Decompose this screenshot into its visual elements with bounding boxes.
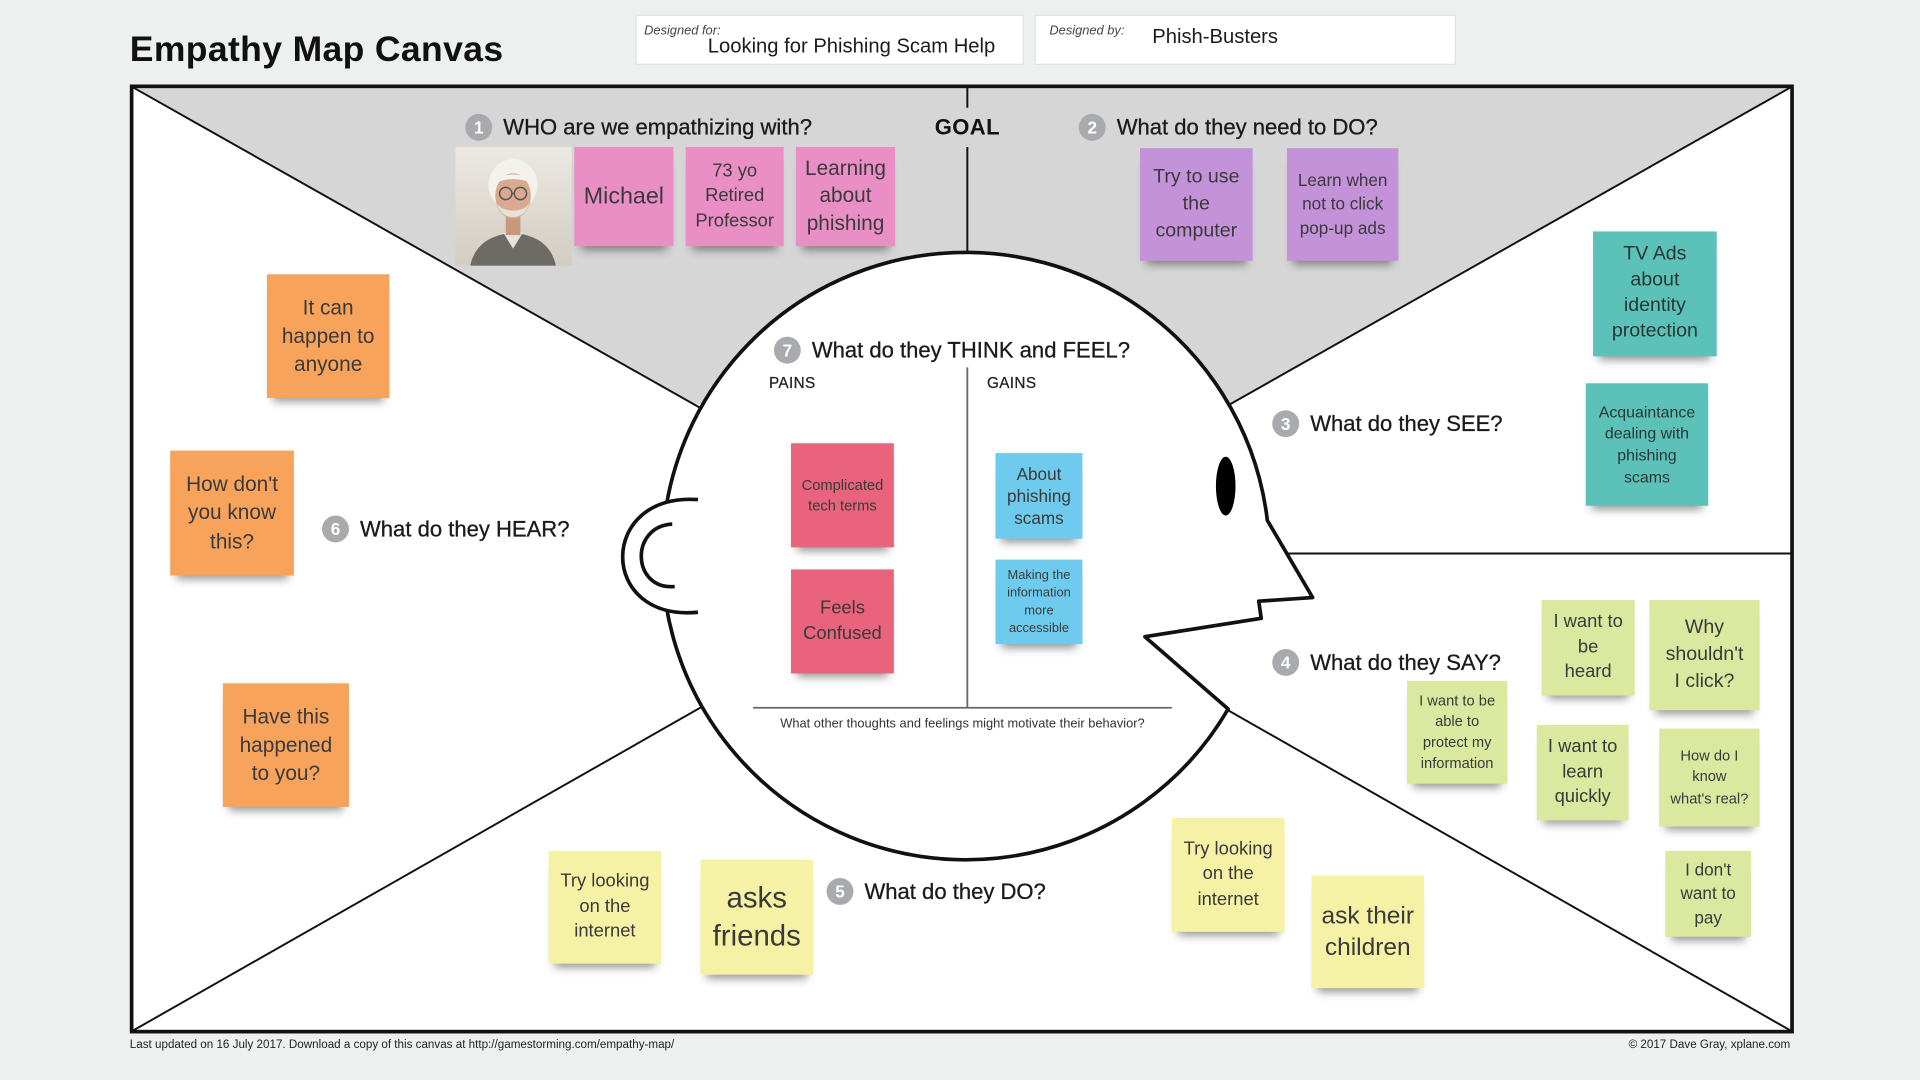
michael-photo bbox=[455, 146, 572, 266]
see-heading-text: What do they SEE? bbox=[1310, 410, 1503, 436]
section-number-badge: 3 bbox=[1272, 410, 1300, 438]
divider-line bbox=[1199, 693, 1792, 1032]
designed-for-box: Designed for: Looking for Phishing Scam … bbox=[636, 15, 1023, 64]
do-heading-text: What do they DO? bbox=[864, 878, 1046, 904]
think-feel-prompt: What other thoughts and feelings might m… bbox=[780, 716, 1145, 732]
divider-line bbox=[131, 86, 736, 429]
say-heading: 4 What do they SAY? bbox=[1272, 648, 1501, 676]
see-note: TV Ads about identity protection bbox=[1593, 231, 1717, 357]
need-to-do-note: Try to use the computer bbox=[1140, 148, 1253, 261]
think-feel-heading: 7 What do they THINK and FEEL? bbox=[773, 336, 1130, 364]
who-note: Michael bbox=[574, 146, 674, 247]
say-note: I want to be able to protect my informat… bbox=[1406, 680, 1508, 784]
goal-label: GOAL bbox=[934, 115, 1000, 140]
page-title: Empathy Map Canvas bbox=[129, 30, 504, 70]
divider-line bbox=[1199, 86, 1792, 423]
hear-note: Have this happened to you? bbox=[222, 683, 349, 807]
hear-heading: 6 What do they HEAR? bbox=[322, 515, 570, 543]
gains-note: About phishing scams bbox=[995, 453, 1083, 539]
do-heading: 5 What do they DO? bbox=[826, 877, 1046, 905]
gains-note: Making the information more accessible bbox=[995, 559, 1083, 645]
think-feel-heading-text: What do they THINK and FEEL? bbox=[811, 337, 1130, 362]
do-note: asks friends bbox=[700, 859, 814, 975]
hear-note: How don't you know this? bbox=[170, 450, 294, 576]
designed-for-label: Designed for: bbox=[644, 23, 721, 38]
say-note: Why shouldn't I click? bbox=[1649, 600, 1760, 711]
section-number-badge: 6 bbox=[322, 515, 349, 543]
do-note: ask their children bbox=[1311, 875, 1425, 989]
say-heading-text: What do they SAY? bbox=[1310, 649, 1501, 675]
footer-copyright: © 2017 Dave Gray, xplane.com bbox=[1628, 1038, 1791, 1052]
eye bbox=[1215, 456, 1236, 516]
ear bbox=[621, 497, 699, 615]
section-number-badge: 4 bbox=[1272, 648, 1300, 676]
gains-label: GAINS bbox=[986, 374, 1037, 392]
canvas-frame bbox=[129, 84, 1794, 1034]
need-to-do-heading: 2 What do they need to DO? bbox=[1078, 113, 1378, 141]
say-note: I want to be heard bbox=[1541, 600, 1635, 696]
who-heading-text: WHO are we empathizing with? bbox=[503, 114, 812, 139]
designed-by-label: Designed by: bbox=[1049, 23, 1125, 38]
see-note: Acquaintance dealing with phishing scams bbox=[1585, 383, 1709, 506]
footer-update-note: Last updated on 16 July 2017. Download a… bbox=[129, 1038, 675, 1052]
say-note: I don't want to pay bbox=[1665, 851, 1752, 937]
section-number-badge: 7 bbox=[773, 336, 801, 364]
pains-note: Complicated tech terms bbox=[791, 443, 894, 548]
who-heading: 1 WHO are we empathizing with? bbox=[465, 113, 812, 141]
section-number-badge: 5 bbox=[826, 877, 854, 905]
see-heading: 3 What do they SEE? bbox=[1272, 410, 1503, 438]
do-note: Try looking on the internet bbox=[548, 851, 662, 964]
section-number-badge: 2 bbox=[1078, 113, 1106, 141]
who-note: Learning about phishing bbox=[795, 146, 896, 247]
designed-by-value: Phish-Busters bbox=[1152, 25, 1279, 48]
need-to-do-note: Learn when not to click pop-up ads bbox=[1286, 148, 1399, 261]
pains-label: PAINS bbox=[768, 374, 816, 392]
ear-inner bbox=[639, 522, 675, 589]
hear-heading-text: What do they HEAR? bbox=[360, 516, 570, 541]
do-note: Try looking on the internet bbox=[1171, 817, 1285, 932]
say-note: I want to learn quickly bbox=[1536, 724, 1629, 821]
who-note: 73 yo Retired Professor bbox=[685, 146, 784, 247]
hear-note: It can happen to anyone bbox=[266, 274, 390, 398]
section-number-badge: 1 bbox=[465, 113, 493, 141]
say-note: How do I know what's real? bbox=[1659, 728, 1760, 827]
pains-note: Feels Confused bbox=[791, 569, 894, 674]
designed-by-box: Designed by: Phish-Busters bbox=[1035, 15, 1455, 64]
designed-for-value: Looking for Phishing Scam Help bbox=[707, 35, 996, 58]
need-to-do-heading-text: What do they need to DO? bbox=[1116, 114, 1378, 139]
divider-line bbox=[131, 687, 736, 1032]
